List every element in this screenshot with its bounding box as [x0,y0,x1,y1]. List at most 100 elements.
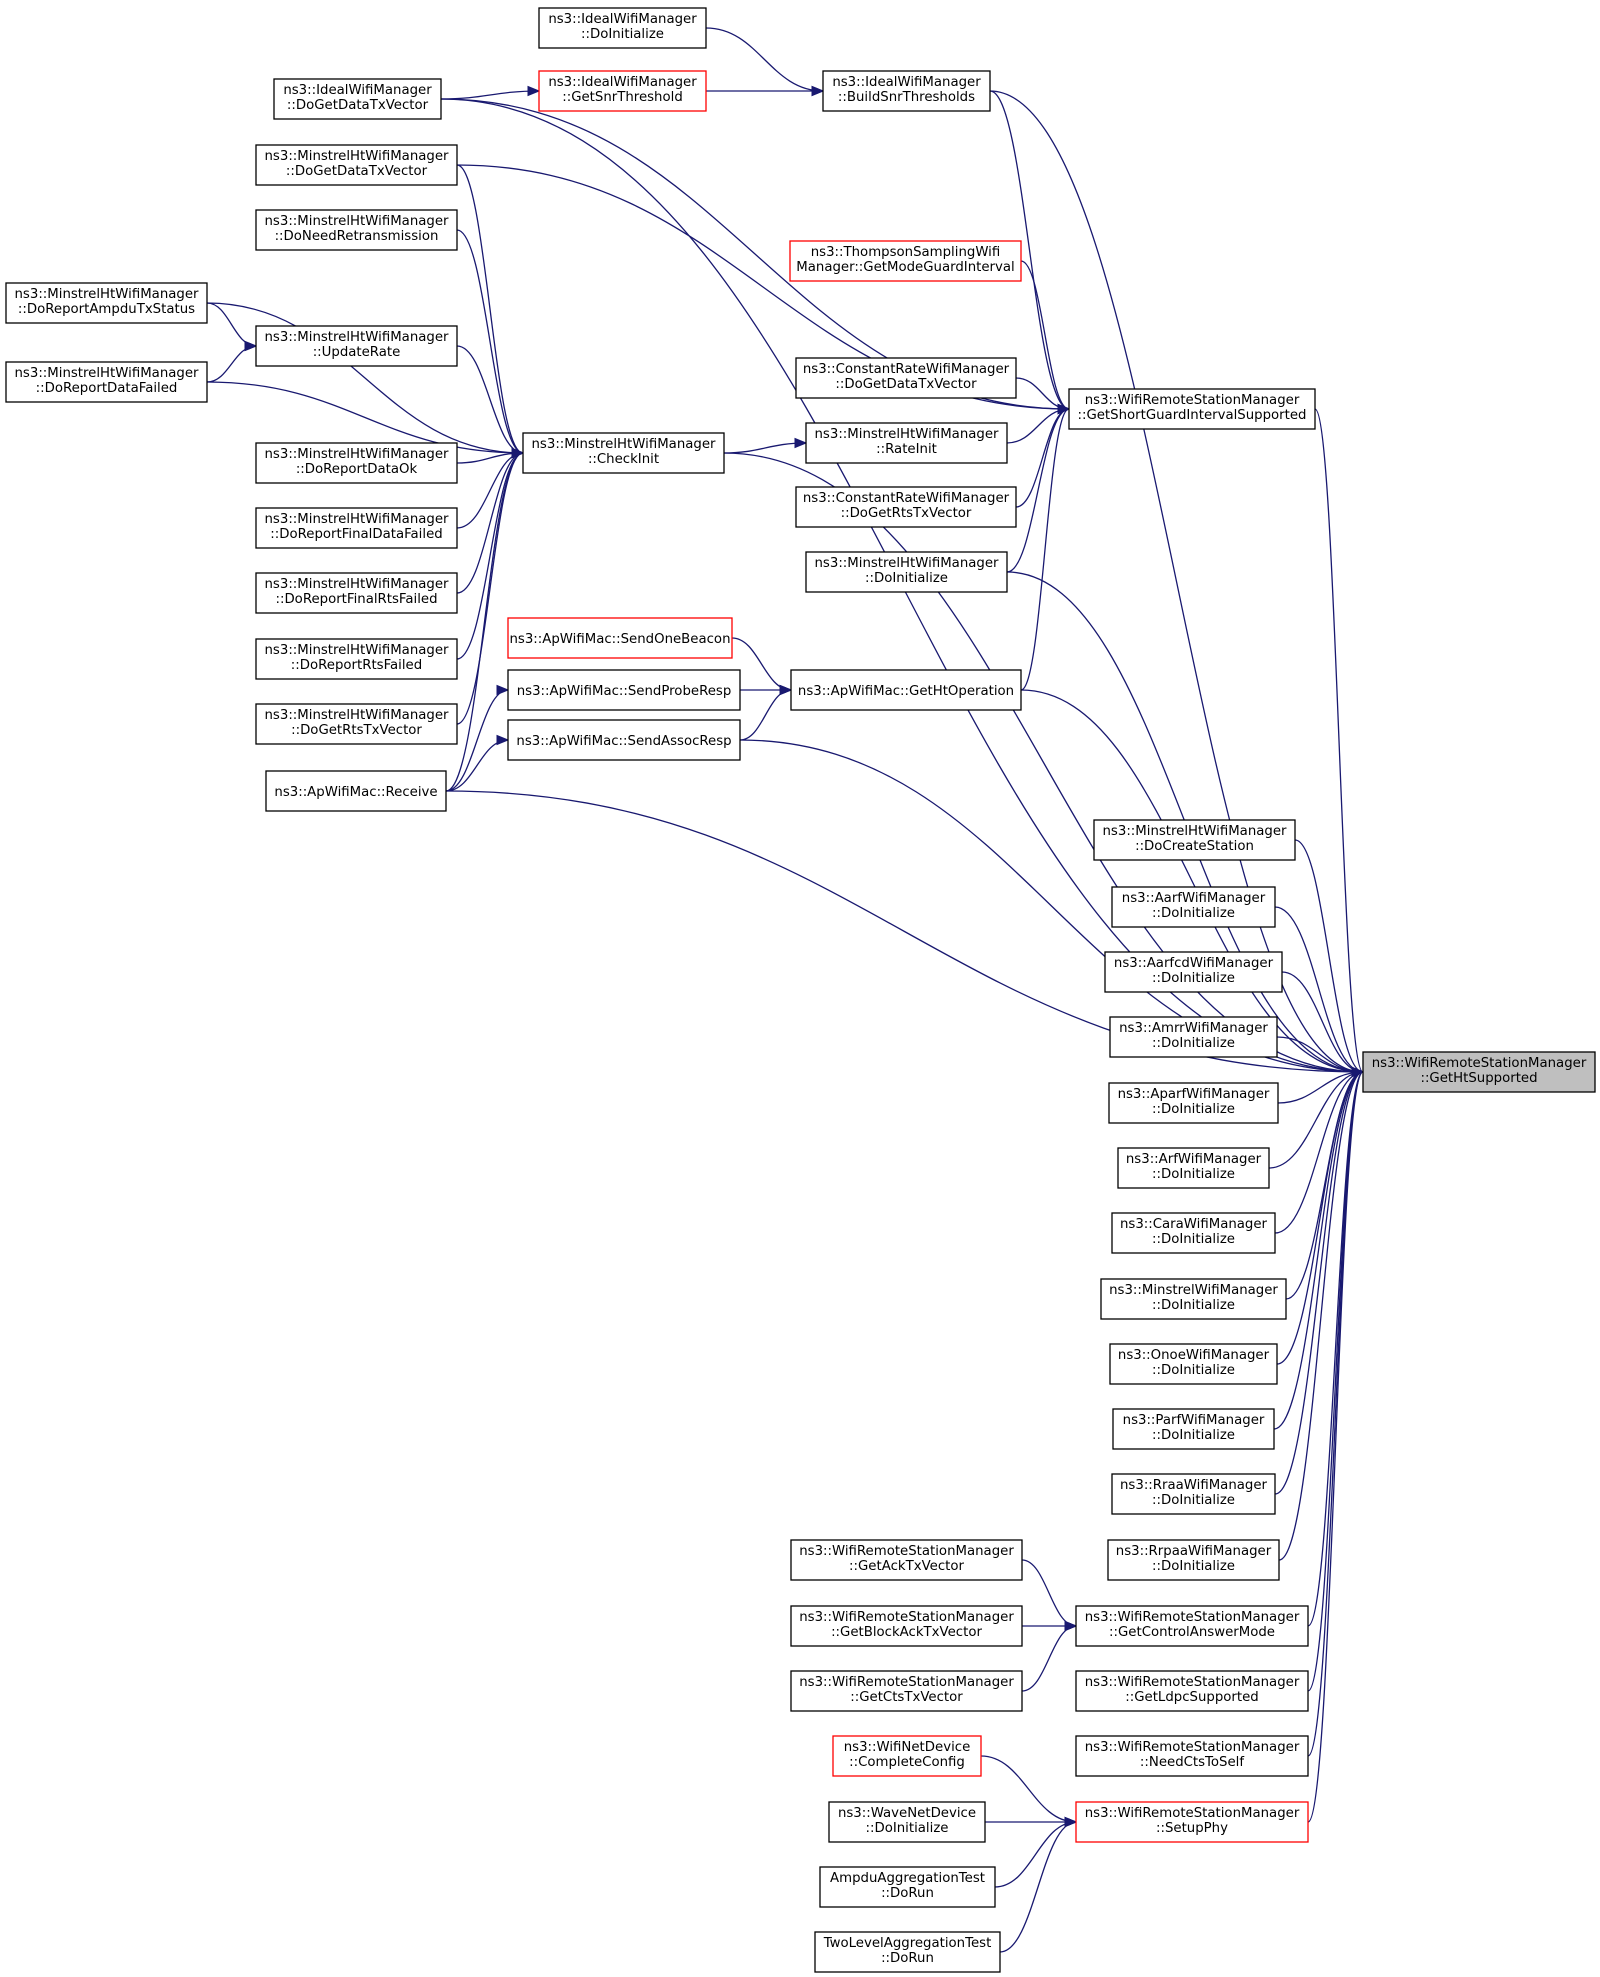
node-label: ns3::WifiRemoteStationManager [1085,1610,1300,1625]
node-ampdu-test[interactable]: AmpduAggregationTest::DoRun [819,1866,996,1908]
node-box [790,1605,1023,1647]
node-wrsm-get-ldpc[interactable]: ns3::WifiRemoteStationManager::GetLdpcSu… [1075,1670,1309,1712]
node-label: ::DoReportAmpduTxStatus [18,302,195,317]
node-label: ns3::ArfWifiManager [1126,1152,1262,1167]
node-label: ns3::ApWifiMac::GetHtOperation [798,684,1014,699]
node-box [255,442,458,484]
node-label: ::DoInitialize [1152,1167,1235,1182]
node-mht-do-get-data[interactable]: ns3::MinstrelHtWifiManager::DoGetDataTxV… [255,144,458,186]
node-wrsm-get-ctrl[interactable]: ns3::WifiRemoteStationManager::GetContro… [1075,1605,1309,1647]
node-label: ::DoGetRtsTxVector [291,723,422,738]
node-const-do-get-data[interactable]: ns3::ConstantRateWifiManager::DoGetDataT… [795,357,1017,399]
node-box [1109,1016,1278,1058]
node-get-ht-supported[interactable]: ns3::WifiRemoteStationManager::GetHtSupp… [1362,1051,1596,1093]
node-get-short-guard[interactable]: ns3::WifiRemoteStationManager::GetShortG… [1068,388,1316,430]
node-mht-report-ampdu[interactable]: ns3::MinstrelHtWifiManager::DoReportAmpd… [5,282,208,324]
node-label: ns3::WifiRemoteStationManager [1085,1806,1300,1821]
node-wrsm-get-block-ack[interactable]: ns3::WifiRemoteStationManager::GetBlockA… [790,1605,1023,1647]
node-label: ns3::ConstantRateWifiManager [803,491,1010,506]
node-label: ns3::WifiRemoteStationManager [1085,1740,1300,1755]
node-box [265,770,447,812]
node-label: ns3::ParfWifiManager [1123,1413,1265,1428]
edge-arrowhead [527,85,541,97]
node-onoe-init[interactable]: ns3::OnoeWifiManager::DoInitialize [1109,1343,1278,1385]
edge-arrowhead [244,340,258,352]
node-label: AmpduAggregationTest [830,1871,985,1886]
node-label: ::CompleteConfig [849,1755,965,1770]
edge-ap-receive-to-mht-check-init [445,452,524,792]
node-mht-create-station[interactable]: ns3::MinstrelHtWifiManager::DoCreateStat… [1093,819,1296,861]
node-box [1109,1343,1278,1385]
node-label: ns3::MinstrelHtWifiManager [15,287,200,302]
node-label: ::DoInitialize [1152,1298,1235,1313]
edge-arrowhead [1057,403,1071,415]
node-ap-send-assoc-resp[interactable]: ns3::ApWifiMac::SendAssocResp [507,719,741,761]
edge-wrsm-setup-phy-to-get-ht-supported [1307,1071,1364,1823]
node-label: ::SetupPhy [1156,1821,1228,1836]
node-parf-init[interactable]: ns3::ParfWifiManager::DoInitialize [1112,1408,1275,1450]
edge-arrowhead [496,734,510,746]
node-mht-do-init[interactable]: ns3::MinstrelHtWifiManager::DoInitialize [805,551,1008,593]
node-box [507,617,733,659]
node-ideal-build-snr[interactable]: ns3::IdealWifiManager::BuildSnrThreshold… [822,70,991,112]
node-wrsm-get-ack[interactable]: ns3::WifiRemoteStationManager::GetAckTxV… [790,1539,1023,1581]
node-cara-init[interactable]: ns3::CaraWifiManager::DoInitialize [1111,1212,1276,1254]
edge-mht-report-ampdu-to-mht-update-rate [206,302,257,347]
node-mht-report-final-data[interactable]: ns3::MinstrelHtWifiManager::DoReportFina… [255,507,458,549]
node-amrr-init[interactable]: ns3::AmrrWifiManager::DoInitialize [1109,1016,1278,1058]
node-minstrel-init[interactable]: ns3::MinstrelWifiManager::DoInitialize [1100,1278,1287,1320]
node-wifi-net-complete[interactable]: ns3::WifiNetDevice::CompleteConfig [832,1735,982,1777]
node-box [828,1801,986,1843]
node-ideal-do-get-data[interactable]: ns3::IdealWifiManager::DoGetDataTxVector [273,78,442,120]
node-mht-check-init[interactable]: ns3::MinstrelHtWifiManager::CheckInit [522,432,725,474]
node-arf-init[interactable]: ns3::ArfWifiManager::DoInitialize [1117,1147,1270,1189]
node-mht-report-data-ok[interactable]: ns3::MinstrelHtWifiManager::DoReportData… [255,442,458,484]
node-label: ::DoRun [881,1886,934,1901]
node-ap-send-probe-resp[interactable]: ns3::ApWifiMac::SendProbeResp [507,669,741,711]
node-rraa-init[interactable]: ns3::RraaWifiManager::DoInitialize [1111,1473,1276,1515]
node-mht-rate-init[interactable]: ns3::MinstrelHtWifiManager::RateInit [805,422,1008,464]
node-ap-get-ht-op[interactable]: ns3::ApWifiMac::GetHtOperation [790,669,1022,711]
node-aarf-init[interactable]: ns3::AarfWifiManager::DoInitialize [1111,886,1276,928]
node-label: ::GetControlAnswerMode [1109,1625,1275,1640]
node-label: ns3::ConstantRateWifiManager [803,362,1010,377]
node-label: ns3::MinstrelHtWifiManager [265,643,450,658]
node-box [1111,1212,1276,1254]
node-box [1111,886,1276,928]
node-ap-receive[interactable]: ns3::ApWifiMac::Receive [265,770,447,812]
node-box [255,144,458,186]
node-mht-report-rts[interactable]: ns3::MinstrelHtWifiManager::DoReportRtsF… [255,638,458,680]
node-aparf-init[interactable]: ns3::AparfWifiManager::DoInitialize [1108,1082,1279,1124]
node-label: ::BuildSnrThresholds [838,90,975,105]
node-mht-do-get-rts[interactable]: ns3::MinstrelHtWifiManager::DoGetRtsTxVe… [255,703,458,745]
node-ideal-get-snr[interactable]: ns3::IdealWifiManager::GetSnrThreshold [538,70,707,112]
node-const-do-get-rts[interactable]: ns3::ConstantRateWifiManager::DoGetRtsTx… [795,486,1017,528]
node-box [1068,388,1316,430]
node-mht-update-rate[interactable]: ns3::MinstrelHtWifiManager::UpdateRate [255,325,458,367]
node-two-level-test[interactable]: TwoLevelAggregationTest::DoRun [814,1931,1001,1973]
edge-mht-do-need-retrans-to-mht-check-init [456,229,524,454]
node-label: ns3::MinstrelHtWifiManager [1103,824,1288,839]
node-rrpaa-init[interactable]: ns3::RrpaaWifiManager::DoInitialize [1107,1539,1280,1581]
node-ideal-do-init[interactable]: ns3::IdealWifiManager::DoInitialize [538,7,707,49]
edge-mht-report-final-rts-to-mht-check-init [456,452,524,594]
node-mht-report-data-failed[interactable]: ns3::MinstrelHtWifiManager::DoReportData… [5,361,208,403]
node-label: ::DoInitialize [1152,1232,1235,1247]
node-label: ns3::IdealWifiManager [548,75,697,90]
node-wrsm-need-cts[interactable]: ns3::WifiRemoteStationManager::NeedCtsTo… [1075,1735,1309,1777]
node-label: ::GetHtSupported [1420,1071,1537,1086]
node-layer: ns3::WifiRemoteStationManager::GetHtSupp… [5,7,1596,1973]
edge-cara-init-to-get-ht-supported [1274,1071,1364,1234]
node-wrsm-get-cts[interactable]: ns3::WifiRemoteStationManager::GetCtsTxV… [790,1670,1023,1712]
node-label: ::NeedCtsToSelf [1140,1755,1244,1770]
node-label: ::DoReportFinalRtsFailed [275,592,437,607]
node-thompson-guard[interactable]: ns3::ThompsonSamplingWifiManager::GetMod… [789,240,1022,282]
node-label: ::DoInitialize [1152,906,1235,921]
node-wave-do-init[interactable]: ns3::WaveNetDevice::DoInitialize [828,1801,986,1843]
node-mht-do-need-retrans[interactable]: ns3::MinstrelHtWifiManager::DoNeedRetran… [255,209,458,251]
edge-ideal-build-snr-to-get-short-guard [989,90,1070,410]
node-ap-send-one-beacon[interactable]: ns3::ApWifiMac::SendOneBeacon [507,617,733,659]
node-aarfcd-init[interactable]: ns3::AarfcdWifiManager::DoInitialize [1104,951,1283,993]
node-wrsm-setup-phy[interactable]: ns3::WifiRemoteStationManager::SetupPhy [1075,1801,1309,1843]
node-mht-report-final-rts[interactable]: ns3::MinstrelHtWifiManager::DoReportFina… [255,572,458,614]
